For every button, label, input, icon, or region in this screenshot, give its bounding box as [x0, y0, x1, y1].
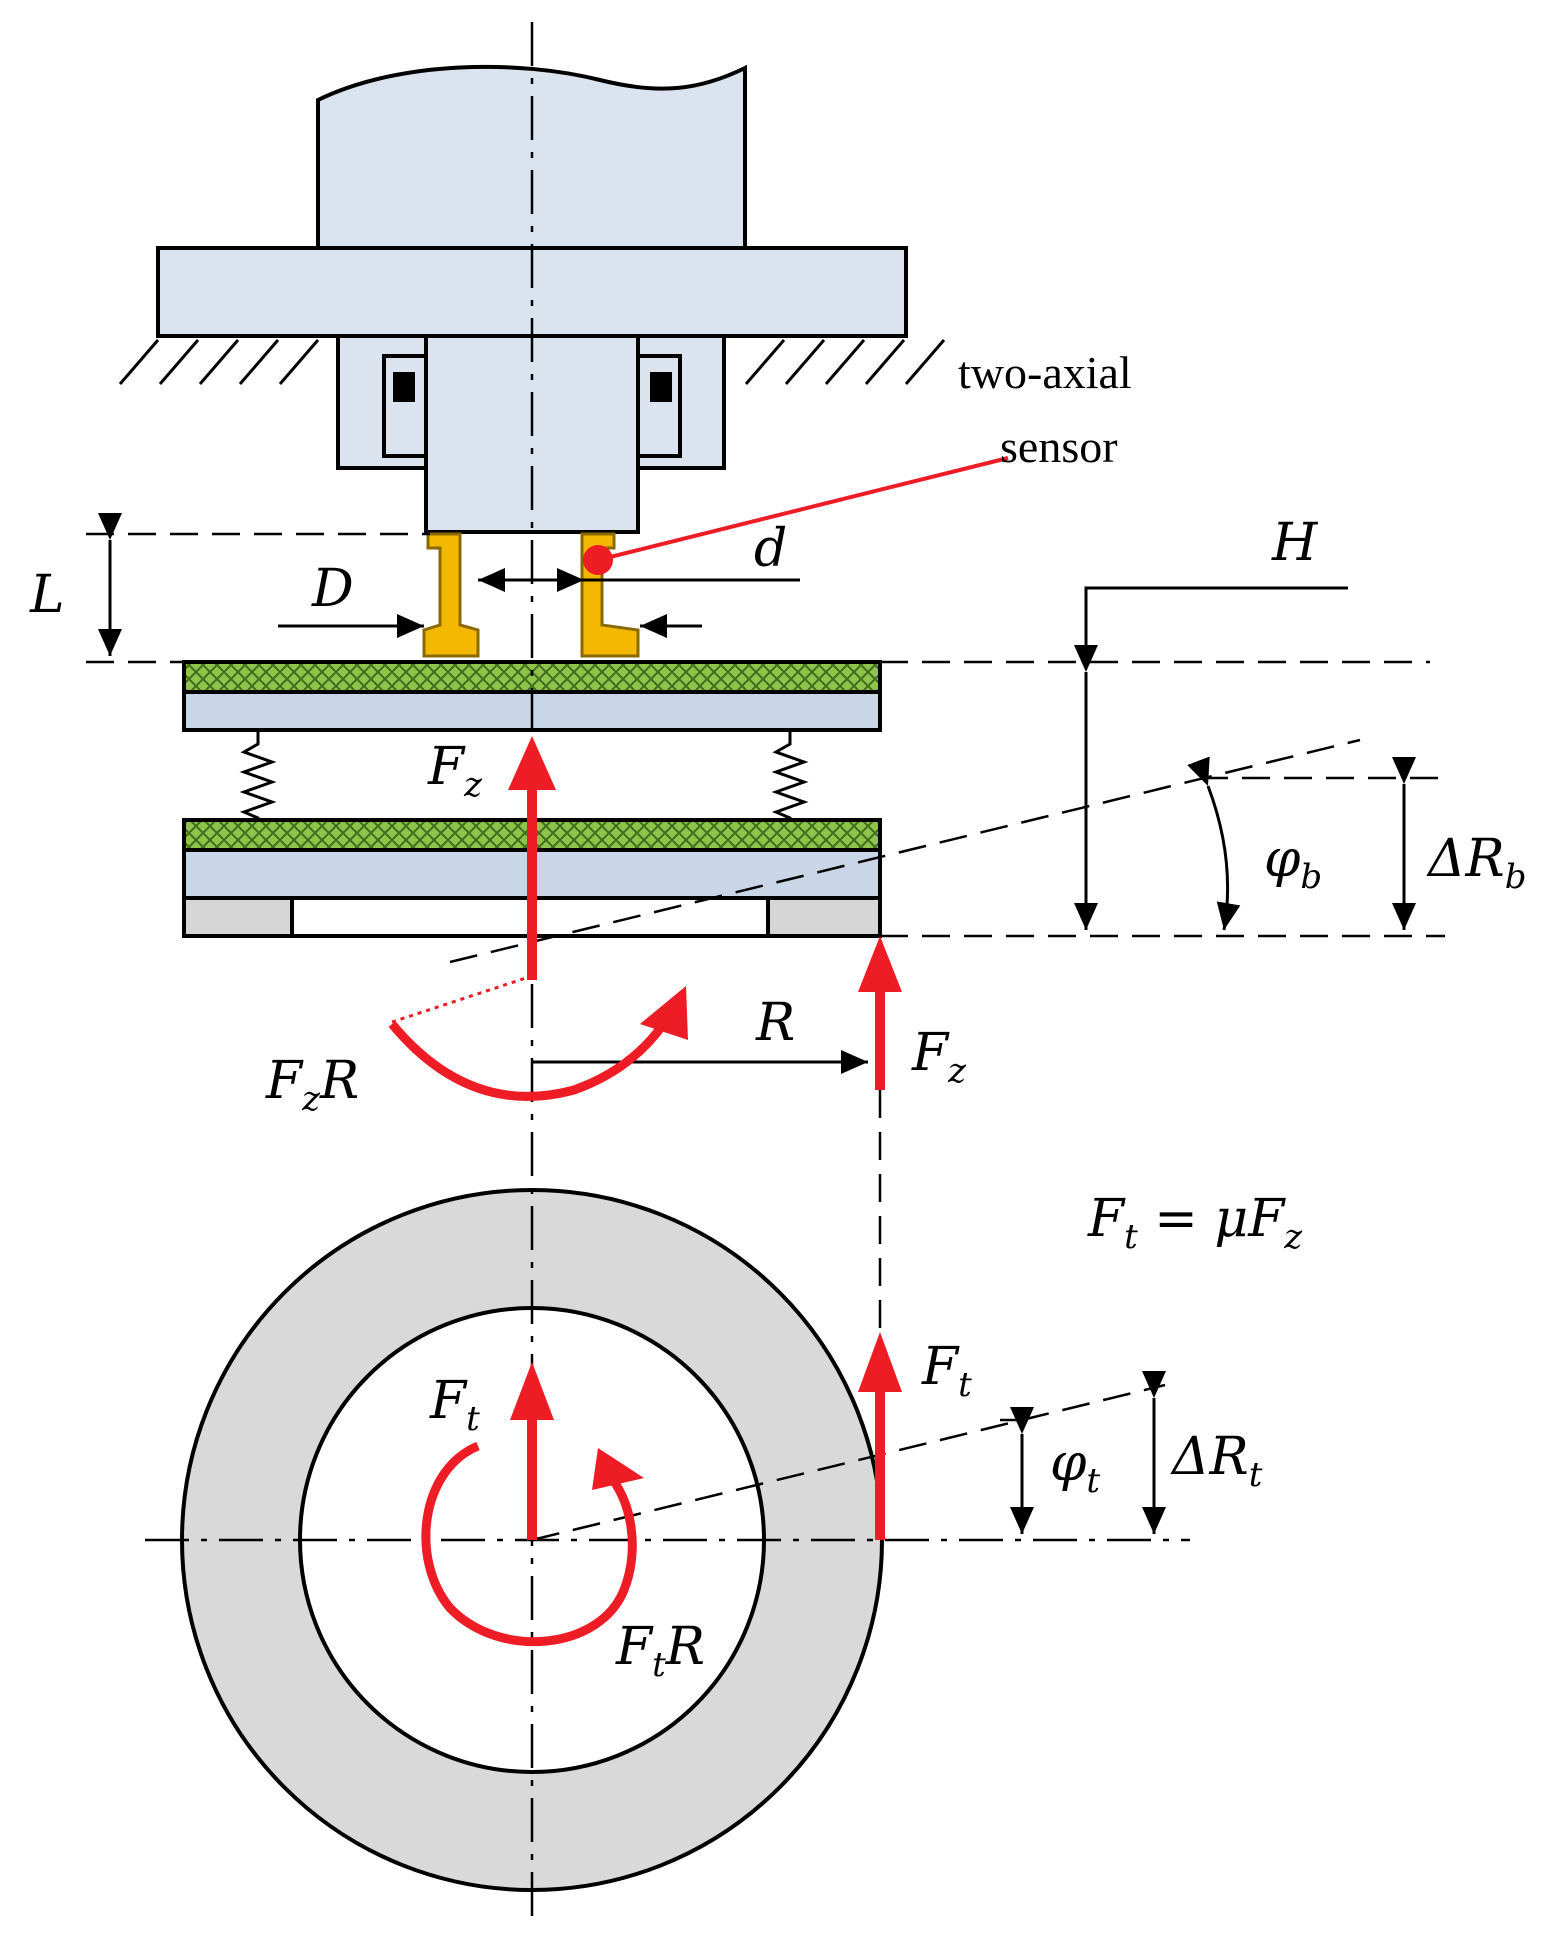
label-friction-equation: Ft = μFz: [1087, 1189, 1303, 1257]
labels: two-axial sensor L D d H φb ΔRb Fz R Fz …: [29, 347, 1526, 1685]
phi-b-symbol: φ: [1264, 829, 1301, 889]
phi-t-symbol: φ: [1050, 1433, 1087, 1493]
force-Ft-center-head: [510, 1362, 554, 1420]
force-Fz-edge-head: [858, 936, 902, 992]
label-FtR: FtR: [615, 1617, 705, 1685]
label-phi-b: φb: [1264, 829, 1322, 897]
spring-right: [771, 732, 809, 820]
FtR-R: R: [665, 1617, 705, 1677]
label-Ft-center: Ft: [429, 1371, 480, 1439]
label-Fz-center: Fz: [427, 737, 483, 805]
forces: [388, 456, 1009, 1647]
label-Ft-edge: Ft: [921, 1337, 972, 1405]
force-Fz-center-head: [508, 736, 556, 790]
eq-z-subscript: z: [1283, 1217, 1303, 1257]
FzR-moment-head: [640, 986, 688, 1040]
Fz-edge-subscript: z: [947, 1051, 967, 1091]
phi-t-slope-line: [531, 1383, 1166, 1542]
label-d: d: [754, 519, 787, 579]
spring-left: [239, 732, 277, 820]
Ft-center-F: F: [429, 1371, 468, 1431]
sensor-label-line2: sensor: [1000, 421, 1118, 472]
phi-t-subscript: t: [1086, 1461, 1100, 1501]
delta-Rb-subscript: b: [1505, 857, 1527, 897]
delta-Rb-symbol: ΔR: [1426, 829, 1505, 889]
Fz-center-F: F: [427, 737, 466, 797]
eq-rest: = μF: [1138, 1189, 1286, 1249]
FzR-F: F: [265, 1051, 304, 1111]
seal-right: [650, 372, 672, 402]
Ft-edge-subscript: t: [958, 1365, 972, 1405]
upper-mesh-layer: [182, 660, 882, 694]
Fz-center-subscript: z: [463, 765, 483, 805]
label-H: H: [1271, 513, 1319, 573]
label-D: D: [311, 559, 354, 619]
phi-b-subscript: b: [1300, 857, 1322, 897]
sensor-dot: [583, 545, 613, 575]
dim-phi-b: [1187, 756, 1241, 931]
label-FzR: FzR: [265, 1051, 359, 1119]
sensor-label-line1: two-axial: [958, 347, 1132, 398]
label-delta-Rt: ΔRt: [1170, 1427, 1263, 1495]
Ft-center-subscript: t: [466, 1399, 480, 1439]
FzR-R: R: [319, 1051, 359, 1111]
label-phi-t: φt: [1050, 1433, 1100, 1501]
force-Ft-edge-head: [858, 1332, 902, 1392]
seal-left: [393, 372, 415, 402]
ground-hatch-right: [744, 339, 946, 385]
label-L: L: [29, 565, 65, 625]
delta-Rt-subscript: t: [1249, 1455, 1263, 1495]
eq-t-subscript: t: [1124, 1217, 1138, 1257]
label-Fz-edge: Fz: [911, 1023, 967, 1091]
bearing-left: [382, 354, 428, 458]
FzR-dotted-line: [391, 974, 533, 1024]
delta-Rt-symbol: ΔR: [1170, 1427, 1249, 1487]
bearing-right: [636, 354, 682, 458]
springs: [239, 732, 809, 820]
dimension-lines: [98, 513, 1416, 1534]
ground-hatch-left: [118, 339, 320, 385]
FtR-moment-circle: [421, 1441, 637, 1647]
FzR-moment-arc: [388, 1021, 666, 1101]
H-leader: [1084, 586, 1348, 668]
FtR-F: F: [615, 1617, 654, 1677]
Ft-edge-F: F: [921, 1337, 960, 1397]
Fz-edge-F: F: [911, 1023, 950, 1083]
foot-right: [766, 896, 882, 938]
label-R: R: [755, 993, 795, 1053]
eq-Ft: F: [1087, 1189, 1126, 1249]
FzR-subscript: z: [301, 1079, 321, 1119]
FtR-subscript: t: [652, 1645, 666, 1685]
foot-left: [182, 896, 294, 938]
sensor-leader-line: [597, 456, 1009, 562]
label-delta-Rb: ΔRb: [1426, 829, 1526, 897]
FtR-moment-head: [592, 1448, 644, 1490]
sensor-pin-left: [422, 532, 480, 658]
